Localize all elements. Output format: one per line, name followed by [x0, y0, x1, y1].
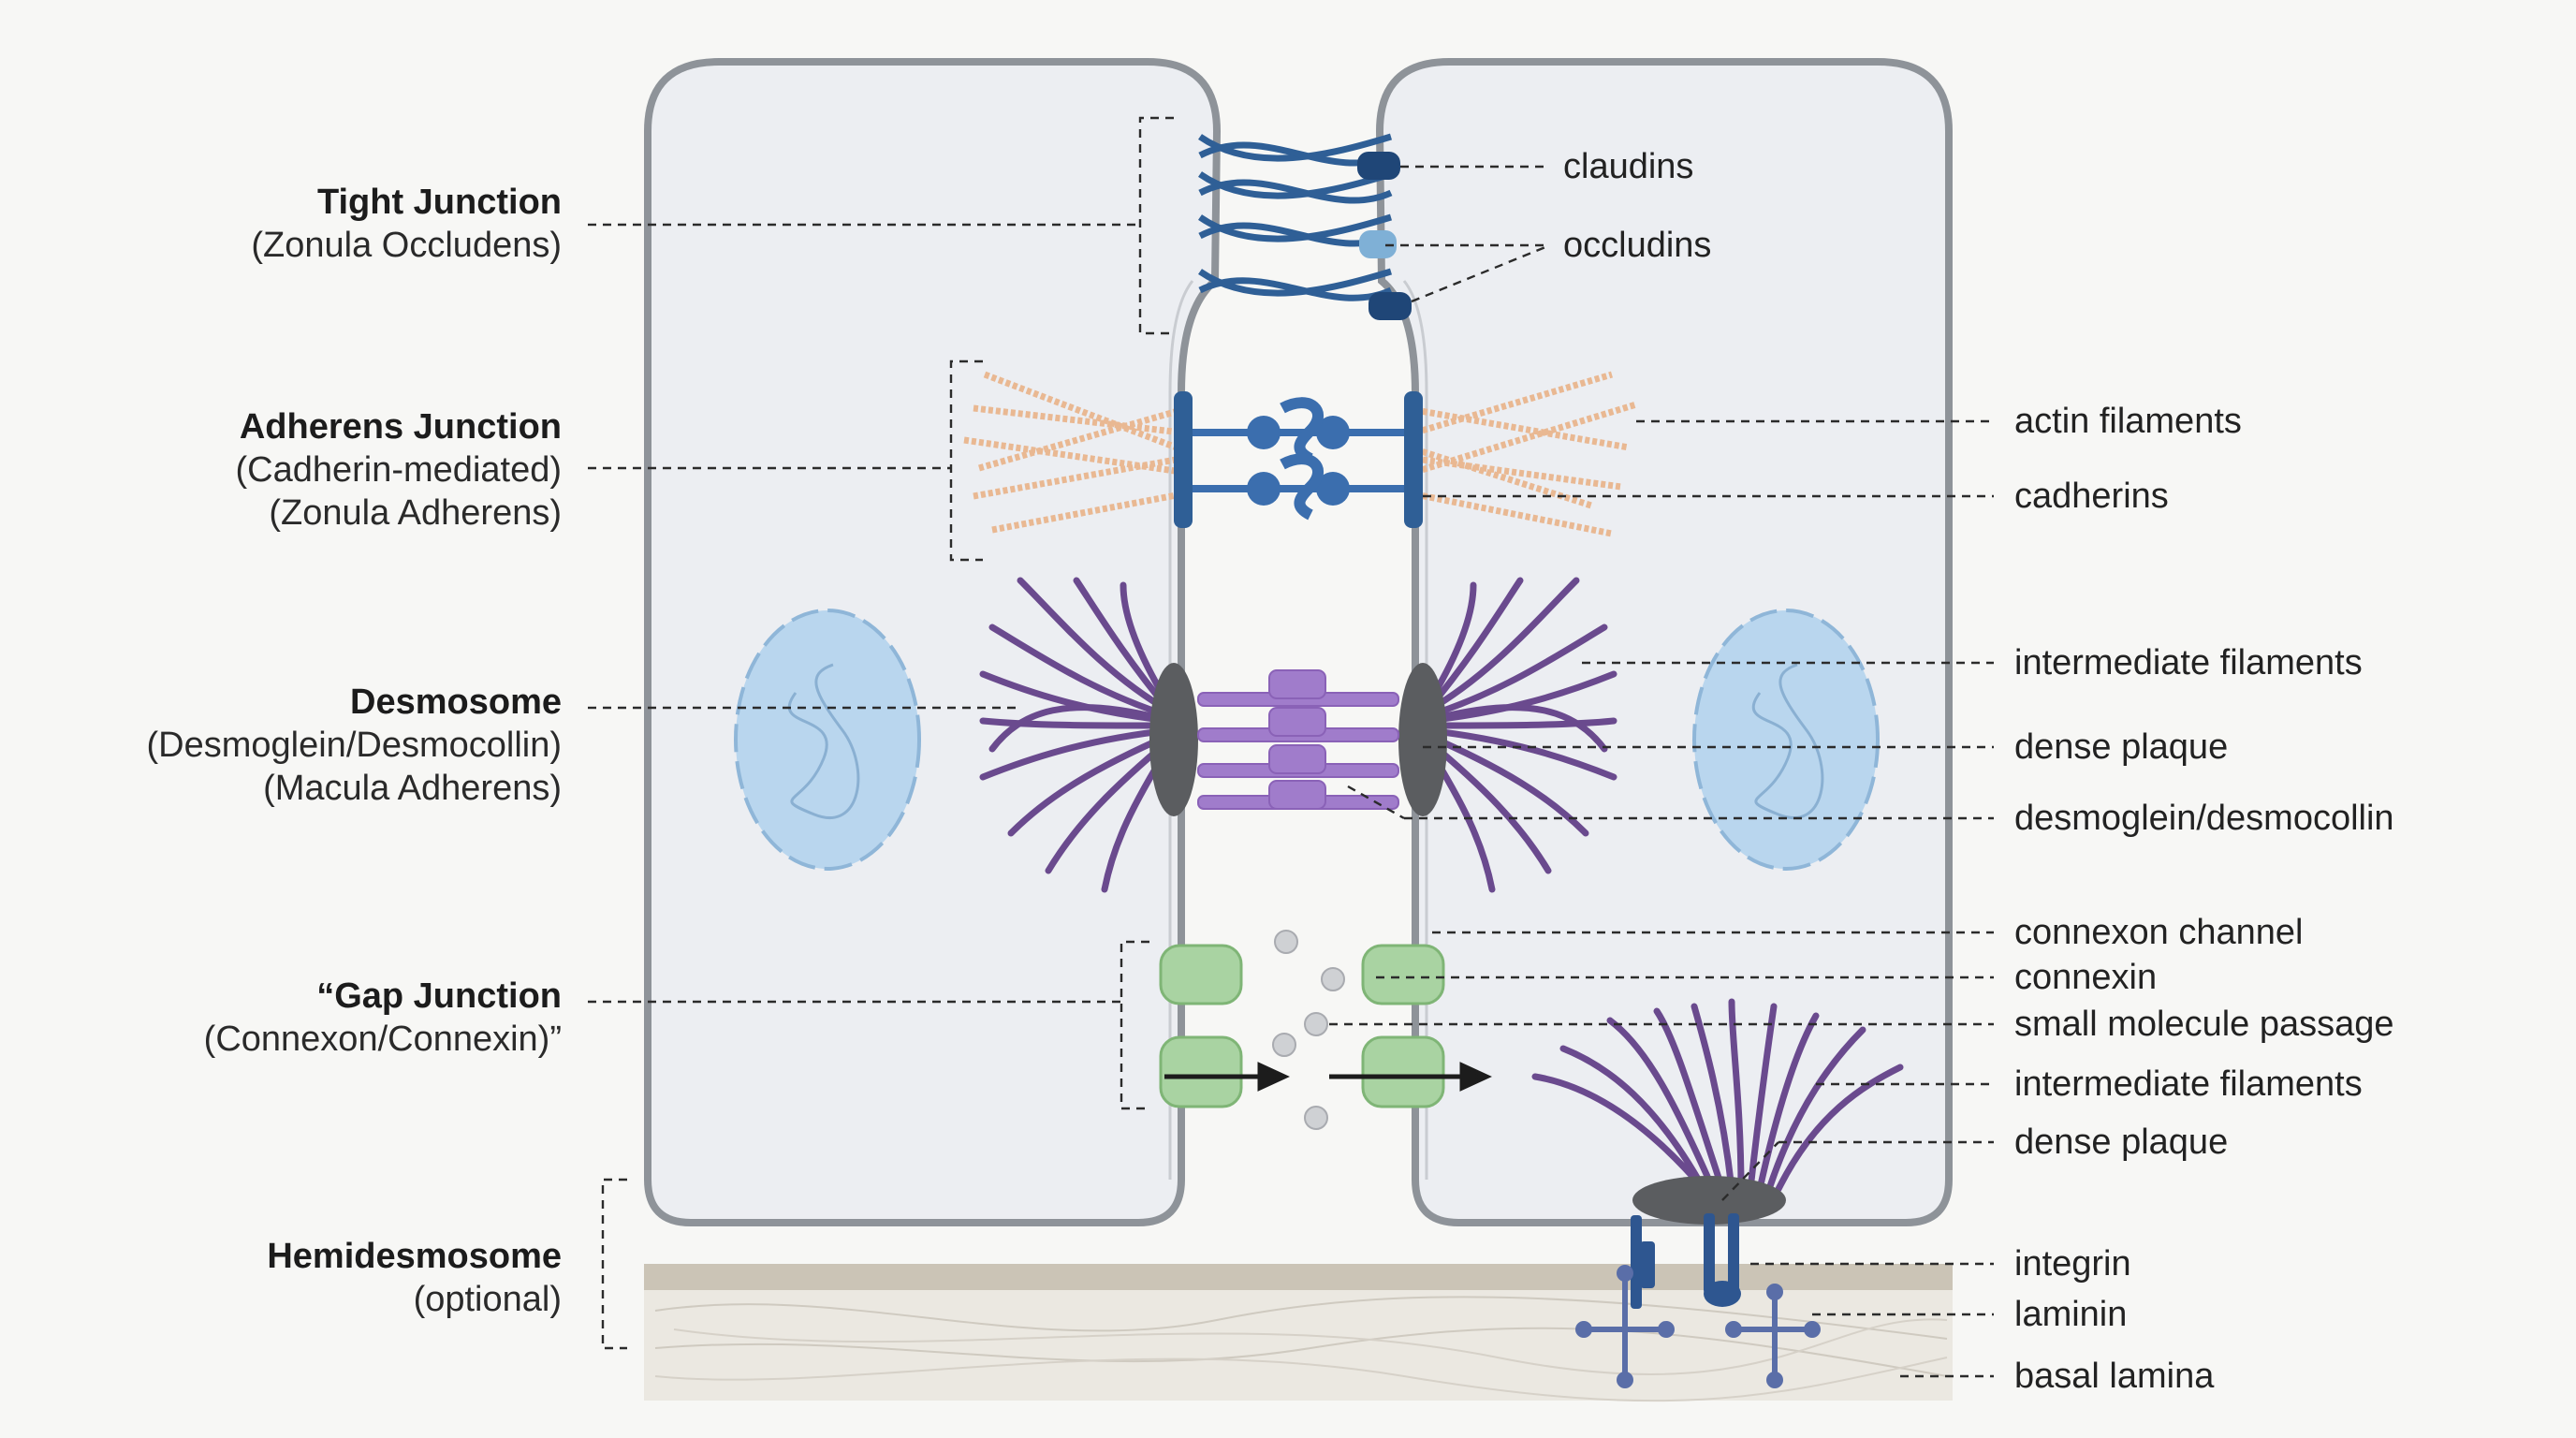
occludin-marker-2: [1368, 292, 1412, 320]
gap-junction-title: “Gap Junction: [316, 976, 562, 1016]
label-dense-plaque-2: dense plaque: [2014, 1123, 2228, 1162]
label-claudins: claudins: [1563, 147, 1693, 186]
left-leader-lines: [588, 116, 1174, 1350]
small-molecules: [1272, 930, 1345, 1130]
left-cell: [644, 58, 1222, 1226]
label-occludins: occludins: [1563, 226, 1711, 265]
claudin-marker: [1357, 152, 1400, 180]
hemidesmosome-plaque: [1632, 1176, 1786, 1225]
label-intermediate-filaments-2: intermediate filaments: [2014, 1064, 2363, 1104]
connexons: [1159, 944, 1445, 1108]
right-labels: claudins occludins actin filaments cadhe…: [1563, 147, 2394, 1396]
passage-arrows: [1164, 1062, 1492, 1092]
desmosome-line3: (Macula Adherens): [263, 769, 562, 808]
actin-filaments-left: [963, 371, 1183, 534]
label-actin-filaments: actin filaments: [2014, 402, 2242, 441]
label-integrin: integrin: [2014, 1244, 2131, 1284]
hemidesmosome-title: Hemidesmosome: [267, 1237, 562, 1276]
label-cadherins: cadherins: [2014, 477, 2169, 516]
nucleus-left: [734, 609, 921, 871]
desmosome-line2: (Desmoglein/Desmocollin): [147, 726, 562, 765]
label-connexin: connexin: [2014, 958, 2157, 997]
integrins: [1631, 1213, 1741, 1309]
tight-junction-subtitle: (Zonula Occludens): [251, 226, 562, 265]
adherens-junction-line3: (Zonula Adherens): [269, 493, 562, 533]
gap-junction-subtitle: (Connexon/Connexin)”: [204, 1020, 562, 1059]
occludin-marker: [1359, 230, 1397, 258]
label-small-molecule-passage: small molecule passage: [2014, 1005, 2394, 1044]
label-laminin: laminin: [2014, 1295, 2127, 1334]
label-dense-plaque-1: dense plaque: [2014, 727, 2228, 767]
laminins: [1575, 1265, 1821, 1388]
tight-junction-title: Tight Junction: [317, 183, 562, 222]
left-labels: Tight Junction (Zonula Occludens) Adhere…: [147, 183, 562, 1319]
intermediate-filaments-desmosome-right: [1423, 577, 1617, 893]
basal-lamina: [644, 1264, 1953, 1402]
hemidesmosome-subtitle: (optional): [414, 1280, 562, 1319]
adherens-junction-title: Adherens Junction: [240, 407, 562, 447]
desmosome-title: Desmosome: [350, 682, 562, 722]
label-basal-lamina: basal lamina: [2014, 1357, 2215, 1396]
desmosome-plaques: [1149, 663, 1447, 816]
desmoglein-desmocollin: [1197, 669, 1399, 810]
nucleus-right: [1692, 609, 1880, 871]
adherens-junction-line2: (Cadherin-mediated): [236, 450, 563, 490]
cadherins: [1174, 391, 1423, 528]
label-connexon-channel: connexon channel: [2014, 913, 2303, 952]
label-intermediate-filaments-1: intermediate filaments: [2014, 643, 2363, 682]
label-desmoglein-desmocollin: desmoglein/desmocollin: [2014, 799, 2394, 838]
right-leader-lines: [1329, 165, 1994, 1378]
